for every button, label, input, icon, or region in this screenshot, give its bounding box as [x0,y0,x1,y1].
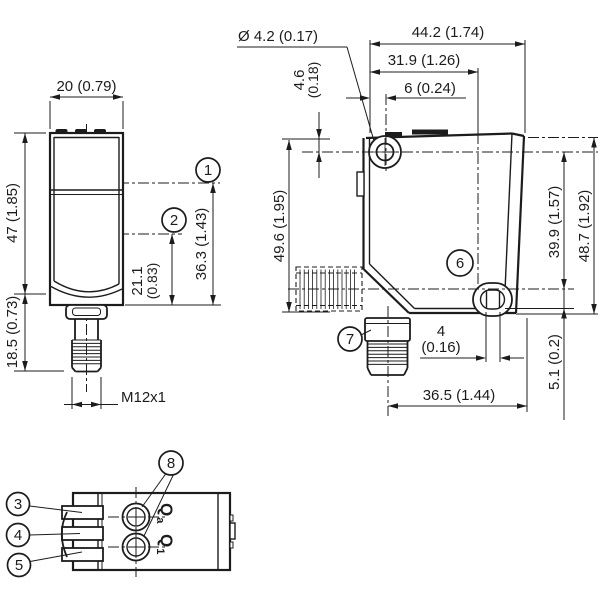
dim-hole-x: 31.9 (1.26) [388,52,461,69]
svg-text:49.6 (1.95): 49.6 (1.95) [271,190,288,263]
dim-hole-top-mm: 4.6 [291,70,308,91]
dim-hole-top-in: (0.18) [305,62,321,99]
bottom-center-lines [108,487,168,577]
side-view: Ø 4.2 (0.17) 44.2 (1.74) 31.9 (1.26) 6 (… [237,24,598,420]
dim-depth: 44.2 (1.74) [412,24,485,41]
thread-label: M12x1 [121,389,166,406]
svg-text:6: 6 [456,255,464,272]
front-dimension-lines [22,94,216,408]
bottom-body-outline [60,491,236,572]
front-body-outline [48,129,125,340]
bottom-leader-lines [29,473,174,562]
dim-slot-width-in: (0.16) [421,339,460,356]
callout-6: 6 [446,249,474,277]
output-label-q1: Q1 [154,534,176,554]
side-m12-connector [364,317,411,376]
svg-text:21.1: 21.1 [129,266,146,295]
dim-axis2-in: (0.83) [144,263,160,300]
side-dimension-lines [286,41,597,420]
dim-slot-width-mm: 4 [437,323,445,340]
dim-hole-diameter: Ø 4.2 (0.17) [238,28,318,45]
dim-connector-x: 36.5 (1.44) [423,387,496,404]
output-label-qa: Qa [154,503,176,524]
dim-axis2-mm: 21.1 [129,266,146,295]
front-m12-thread [71,339,102,373]
callout-7: 7 [337,326,363,352]
svg-text:3: 3 [14,496,22,513]
callout-2: 2 [161,207,187,233]
svg-text:(0.83): (0.83) [144,263,160,300]
dim-front-width: 20 (0.79) [56,78,116,95]
svg-text:Q1: Q1 [154,534,176,554]
svg-text:39.9 (1.57): 39.9 (1.57) [546,186,563,259]
svg-text:Qa: Qa [154,503,176,524]
svg-text:36.3 (1.43): 36.3 (1.43) [193,208,210,281]
dim-front-height: 47 (1.85) [4,183,21,243]
dim-slot-y: 39.9 (1.57) [546,186,563,259]
dim-hole-front: 6 (0.24) [404,80,456,97]
bottom-view: 3 4 5 8 Qa Q1 [5,450,236,578]
svg-text:(0.18): (0.18) [305,62,321,99]
svg-text:8: 8 [167,455,175,472]
svg-text:5.1 (0.2): 5.1 (0.2) [546,334,563,390]
callout-8: 8 [158,450,184,476]
dim-slot-bottom: 5.1 (0.2) [546,334,563,390]
callout-5: 5 [6,552,32,578]
svg-text:1: 1 [204,162,212,179]
front-view: 20 (0.79) 47 (1.85) 18.5 (0.73) 21.1 (0.… [4,78,221,409]
svg-text:47 (1.85): 47 (1.85) [4,183,21,243]
dim-height-overall: 49.6 (1.95) [271,190,288,263]
callout-3: 3 [5,491,31,517]
svg-text:7: 7 [346,331,354,348]
side-mounting-slot [472,282,513,317]
svg-text:5: 5 [15,557,23,574]
svg-text:18.5 (0.73): 18.5 (0.73) [4,296,21,369]
svg-text:48.7 (1.92): 48.7 (1.92) [576,190,593,263]
dim-axis1: 36.3 (1.43) [193,208,210,281]
callout-4: 4 [5,522,31,548]
svg-text:4: 4 [14,527,22,544]
dim-front-connector-length: 18.5 (0.73) [4,296,21,369]
side-extension-lines [237,40,598,416]
svg-text:2: 2 [170,212,178,229]
front-extension-lines [14,101,221,409]
svg-text:4.6: 4.6 [291,70,308,91]
callout-1: 1 [195,157,221,183]
dim-height: 48.7 (1.92) [576,190,593,263]
